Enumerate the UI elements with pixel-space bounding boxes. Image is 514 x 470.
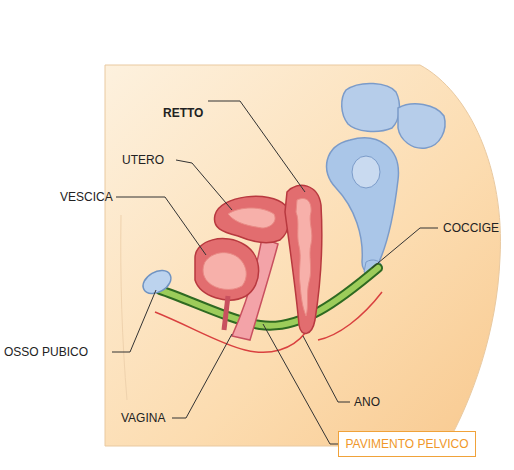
leader-line [303, 336, 350, 402]
bladder [195, 239, 259, 300]
leader-line [208, 101, 305, 192]
rectum-lining [296, 199, 312, 317]
part-label: VESCICA [60, 190, 113, 204]
leader-line [372, 228, 438, 268]
vertebra [342, 83, 400, 131]
part-label: VAGINA [121, 411, 165, 425]
perineum-line [318, 292, 382, 340]
leader-line [176, 160, 232, 210]
callout-box: PAVIMENTO PELVICO [338, 431, 476, 457]
part-label: RETTO [163, 106, 203, 120]
leader-line [172, 334, 232, 418]
rectum [285, 185, 322, 333]
part-label: ANO [354, 395, 380, 409]
leader-line [116, 197, 206, 255]
body-silhouette [105, 65, 500, 446]
part-label: COCCIGE [443, 221, 499, 235]
vertebra-process [398, 104, 445, 148]
part-label: OSSO PUBICO [4, 345, 88, 359]
bladder-lining [203, 253, 246, 290]
part-label: UTERO [122, 153, 164, 167]
urethra [224, 296, 228, 330]
callout-text: PAVIMENTO PELVICO [345, 437, 468, 451]
sacrum [327, 138, 399, 272]
pubic-bone [139, 266, 175, 298]
leader-line [112, 290, 156, 352]
uterus-cavity [228, 208, 275, 228]
sacral-detail [352, 156, 380, 188]
abdomen-line [121, 215, 127, 400]
leader-line [263, 324, 338, 444]
